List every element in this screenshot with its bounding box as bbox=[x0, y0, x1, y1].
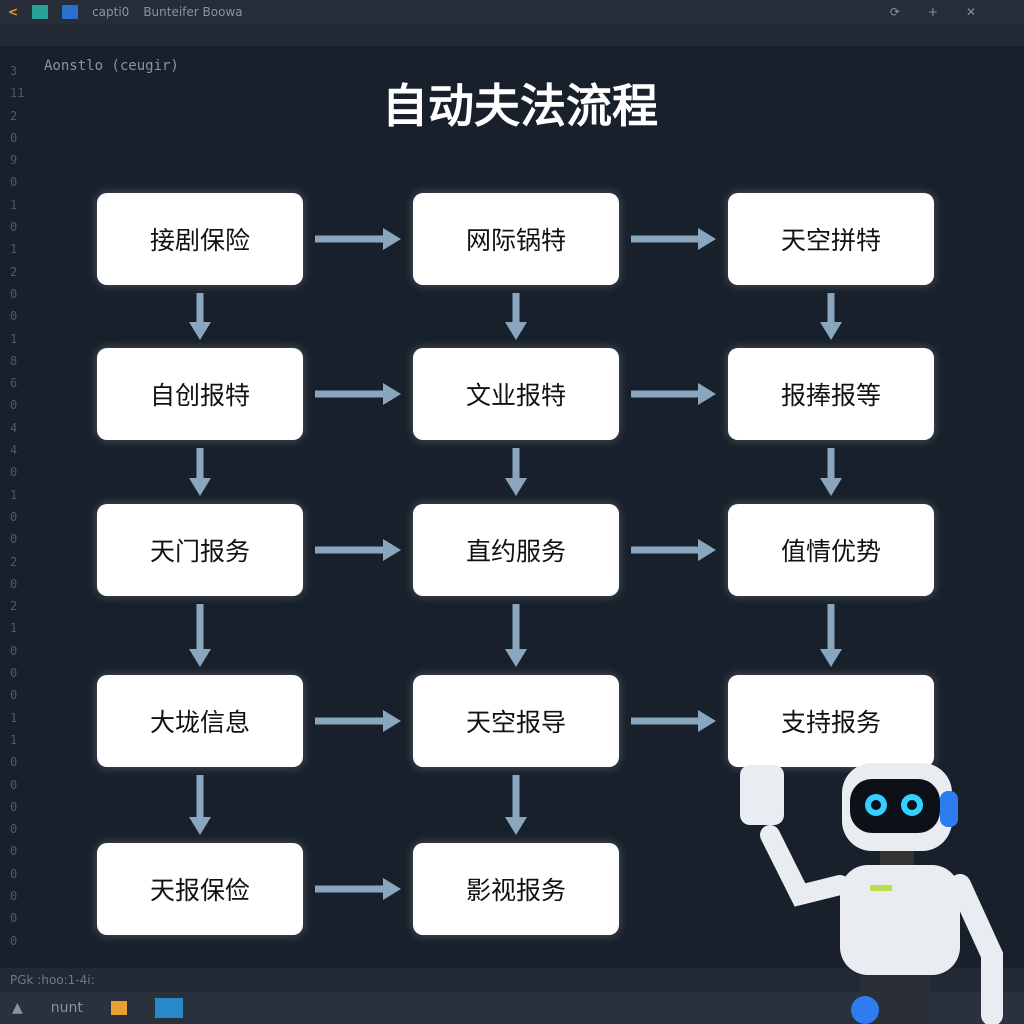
down-arrow bbox=[505, 775, 527, 835]
down-arrow bbox=[505, 448, 527, 496]
right-arrow bbox=[315, 539, 401, 561]
flow-step[interactable]: 报捧报等 bbox=[728, 348, 934, 440]
down-arrow bbox=[189, 775, 211, 835]
flow-step[interactable]: 值情优势 bbox=[728, 504, 934, 596]
right-arrow bbox=[631, 228, 716, 250]
right-arrow bbox=[631, 710, 716, 732]
terminal-icon[interactable] bbox=[154, 998, 183, 1018]
app-icon-2 bbox=[62, 5, 79, 19]
right-arrow bbox=[315, 383, 401, 405]
flow-step[interactable]: 天报保俭 bbox=[97, 843, 303, 935]
down-arrow bbox=[189, 604, 211, 667]
title-bar: < capti0 Bunteifer Boowa ⟳+✕ bbox=[0, 0, 1024, 24]
window-title: Bunteifer Boowa bbox=[143, 5, 243, 19]
down-arrow bbox=[820, 448, 842, 496]
back-icon[interactable]: < bbox=[8, 5, 19, 19]
flow-step[interactable]: 天门报务 bbox=[97, 504, 303, 596]
flow-step[interactable]: 大垅信息 bbox=[97, 675, 303, 767]
flow-step[interactable]: 文业报特 bbox=[413, 348, 619, 440]
menu-bar bbox=[0, 24, 1024, 46]
flow-step[interactable]: 网际锅特 bbox=[413, 193, 619, 285]
flow-step[interactable]: 接剧保险 bbox=[97, 193, 303, 285]
robot-illustration bbox=[740, 763, 1003, 1024]
bottom-item[interactable]: nunt bbox=[50, 1000, 83, 1016]
down-arrow bbox=[820, 293, 842, 340]
right-arrow bbox=[315, 878, 401, 900]
folder-icon[interactable]: ▲ bbox=[12, 1000, 23, 1016]
down-arrow bbox=[505, 293, 527, 340]
flow-step[interactable]: 影视报务 bbox=[413, 843, 619, 935]
window-controls[interactable]: ⟳+✕ bbox=[889, 5, 1004, 19]
right-arrow bbox=[315, 228, 401, 250]
flow-step[interactable]: 自创报特 bbox=[97, 348, 303, 440]
flow-step[interactable]: 天空报导 bbox=[413, 675, 619, 767]
right-arrow bbox=[631, 383, 716, 405]
flow-step[interactable]: 直约服务 bbox=[413, 504, 619, 596]
diagram-title: 自动夫法流程 bbox=[382, 79, 658, 133]
app-icon bbox=[32, 5, 49, 19]
flow-step[interactable]: 天空拼特 bbox=[728, 193, 934, 285]
flow-step[interactable]: 支持报务 bbox=[728, 675, 934, 767]
right-arrow bbox=[631, 539, 716, 561]
down-arrow bbox=[820, 604, 842, 667]
right-arrow bbox=[315, 710, 401, 732]
down-arrow bbox=[189, 293, 211, 340]
editor-heading: Aonstlo (ceugir) bbox=[44, 58, 179, 74]
down-arrow bbox=[189, 448, 211, 496]
status-bar: PGk :hoo:1-4i: bbox=[0, 968, 1024, 992]
tab-label[interactable]: capti0 bbox=[92, 5, 130, 19]
down-arrow bbox=[505, 604, 527, 667]
warning-icon[interactable] bbox=[110, 1001, 127, 1015]
